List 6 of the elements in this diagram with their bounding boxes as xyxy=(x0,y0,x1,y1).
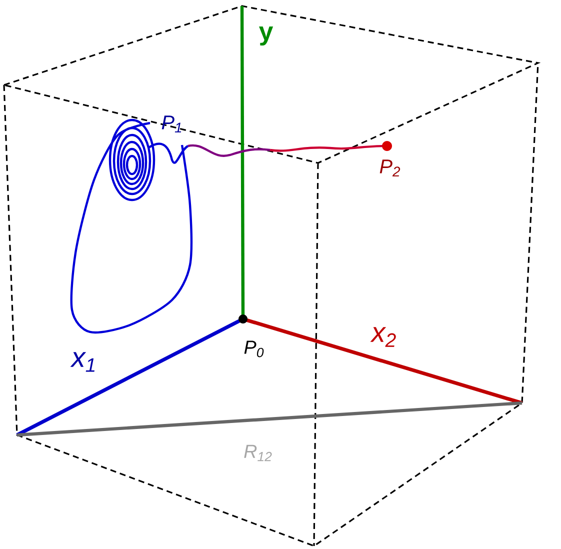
axis-label: P$_{2}$ xyxy=(380,160,400,176)
axis-label: R$_{12}$ xyxy=(244,444,272,462)
axis-label: x$_{2}$ xyxy=(370,327,396,347)
axis-label: P$_{0}$ xyxy=(244,340,264,358)
axis-label: y xyxy=(259,26,274,46)
axis-label: x$_{1}$ xyxy=(70,352,95,372)
